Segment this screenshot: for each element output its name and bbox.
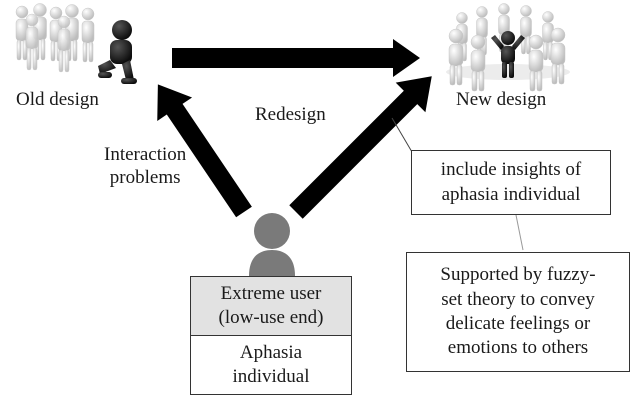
- insights-box-line2: aphasia individual: [441, 183, 581, 205]
- redesign-arrow: [172, 39, 420, 77]
- extreme-user-line2: (low-use end): [218, 307, 324, 328]
- interaction-problems-line1: Interaction: [104, 144, 187, 165]
- redesign-label: Redesign: [255, 104, 326, 125]
- interaction-problems-line2: problems: [109, 166, 181, 188]
- extreme-user-line1: Extreme user: [220, 282, 322, 304]
- extreme-user-box: Extreme user (low-use end): [190, 276, 352, 336]
- insights-connector: [391, 117, 413, 153]
- fuzzy-set-box: Supported by fuzzy- set theory to convey…: [406, 252, 630, 372]
- interaction-problems-label: Interaction problems: [104, 144, 186, 190]
- old-design-icon: [15, 3, 137, 84]
- person-icon: [249, 213, 295, 276]
- aphasia-individual-box: Aphasia individual: [190, 335, 352, 395]
- fuzzy-box-line4: emotions to others: [447, 337, 589, 359]
- fuzzy-box-line3: delicate feelings or: [445, 313, 591, 334]
- new-design-label: New design: [456, 89, 547, 110]
- aphasia-line2: individual: [232, 366, 310, 387]
- old-design-label: Old design: [16, 89, 99, 110]
- insights-box: include insights of aphasia individual: [411, 150, 611, 215]
- insights-box-line1: include insights of: [440, 159, 582, 181]
- new-design-icon: [446, 3, 570, 92]
- problems-arrow: [157, 84, 252, 218]
- fuzzy-box-line2: set theory to convey: [441, 288, 595, 310]
- fuzzy-connector: [514, 209, 524, 251]
- arrows: [157, 39, 432, 219]
- aphasia-line1: Aphasia: [239, 341, 303, 363]
- fuzzy-box-line1: Supported by fuzzy-: [440, 264, 596, 286]
- insights-arrow: [289, 76, 432, 219]
